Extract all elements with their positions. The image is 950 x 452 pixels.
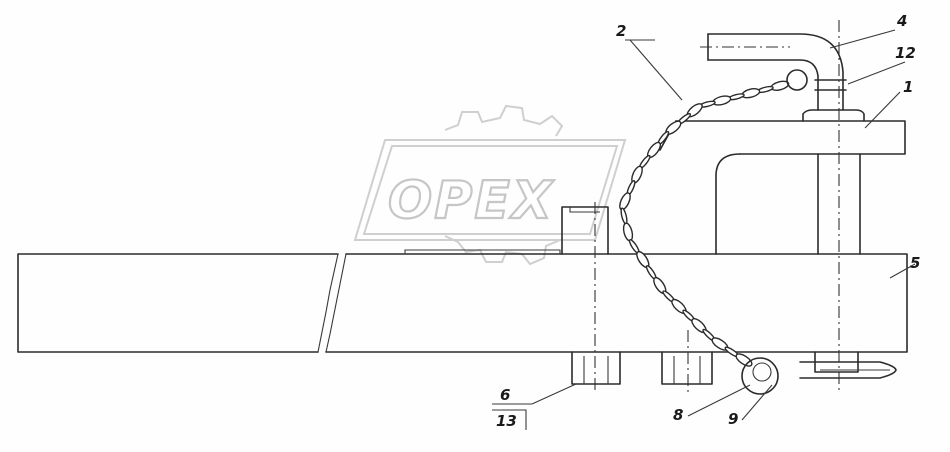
block-outline <box>561 206 609 255</box>
chain-link <box>622 222 634 242</box>
leader-8 <box>687 384 751 417</box>
callout-5: 5 <box>910 254 920 272</box>
chain-ring <box>741 357 779 395</box>
leader-12 <box>847 61 906 85</box>
callout-12: 12 <box>895 44 916 62</box>
watermark-frame-inner <box>362 145 619 235</box>
nut-left <box>571 351 621 385</box>
pin-handle <box>707 33 844 111</box>
chain-link <box>712 95 732 106</box>
block-detail <box>569 207 600 213</box>
safety-chain <box>619 80 790 367</box>
beam-break-line-right <box>325 253 347 353</box>
nut-right <box>661 351 713 385</box>
leader-4 <box>829 29 896 49</box>
callout-6: 6 <box>500 386 510 404</box>
leader-9 <box>741 384 773 421</box>
callout-4: 4 <box>896 12 907 30</box>
beam-left-segment <box>17 253 339 353</box>
hitch-pin <box>700 20 897 390</box>
pin-handle-inner <box>707 59 819 111</box>
chain-link <box>741 88 761 99</box>
leader-6-13 <box>531 383 577 405</box>
pin-collar <box>814 79 847 91</box>
bracket <box>659 109 906 255</box>
watermark-gear-top <box>444 104 564 137</box>
cotter-pin <box>799 361 897 379</box>
watermark-text: OPEX <box>388 171 555 231</box>
callout-13-box <box>492 409 527 430</box>
block-on-beam <box>561 206 609 255</box>
main-beam <box>17 249 908 353</box>
leader-2 <box>629 39 683 101</box>
callout-2: 2 <box>616 22 626 40</box>
chain-link <box>619 192 631 211</box>
beam-right-segment <box>325 253 908 353</box>
callout-9: 9 <box>728 410 738 428</box>
leader-1 <box>864 91 901 129</box>
bracket-body <box>715 153 741 255</box>
chain-link <box>620 207 628 225</box>
callout-13: 13 <box>496 412 517 430</box>
beam-top-plate <box>404 249 561 254</box>
chain-top-ring <box>786 69 808 91</box>
callout-8: 8 <box>673 406 683 424</box>
watermark-logo: OPEX <box>353 104 627 266</box>
leader-5 <box>889 263 916 279</box>
beam-break-line-left <box>317 253 339 353</box>
pin-washer <box>802 109 865 122</box>
bracket-plate <box>675 120 906 155</box>
callout-1: 1 <box>903 78 913 96</box>
leader-lines <box>492 29 916 421</box>
